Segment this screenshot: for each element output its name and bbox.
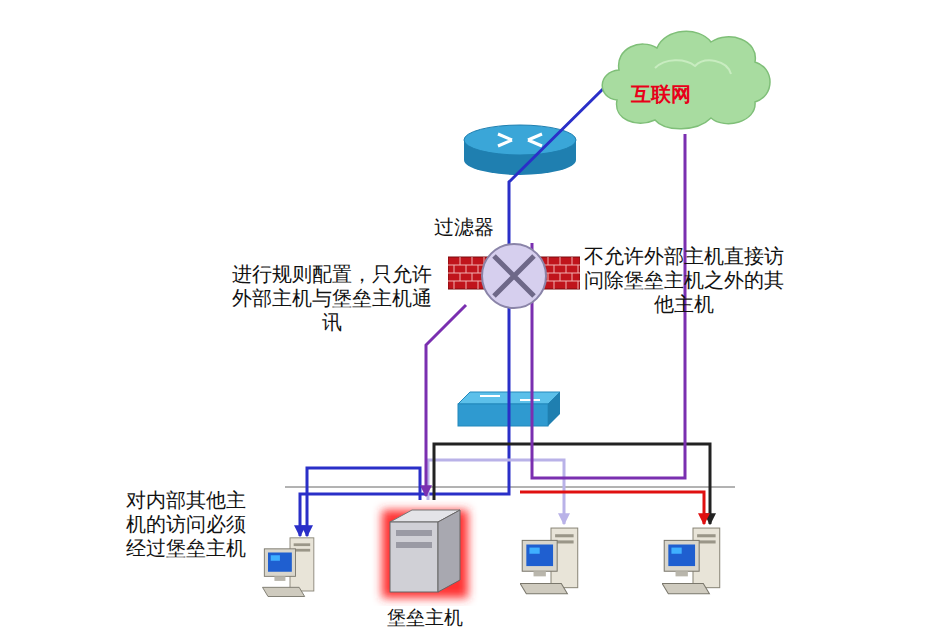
firewall-icon [448,243,580,313]
host-icon [520,528,578,594]
bastion-host-icon [368,496,482,606]
host-label: 堡垒主机 [368,606,482,629]
bastion-host-node: 堡垒主机 [368,496,482,632]
note-text: 不允许外部主机直接访问除堡垒主机之外的其他主机 [584,244,784,316]
host-icon [662,528,720,594]
host-icon [263,538,314,597]
firewall-label: 过滤器 [434,215,494,239]
note-text: 对内部其他主机的访问必须经过堡垒主机 [126,488,254,560]
cloud-node: 互联网 [595,22,773,134]
traffic-link [426,305,466,496]
red-flow [520,492,704,524]
cloud-shape [595,22,773,134]
network-name: 互联网 [631,82,691,106]
black-flow [434,444,710,524]
firewall-node: 过滤器 [448,243,580,313]
note-text: 进行规则配置，只允许外部主机与堡垒主机通讯 [230,262,434,334]
